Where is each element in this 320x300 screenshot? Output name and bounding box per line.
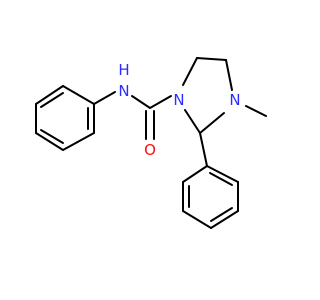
aromatic-bond [210, 207, 233, 222]
bond [149, 95, 172, 109]
bond [196, 57, 227, 61]
aromatic-bond [40, 92, 64, 108]
bond [35, 85, 64, 105]
bond [184, 109, 201, 134]
bonds [35, 57, 267, 229]
atom-labels: H N O N N [118, 61, 240, 159]
bond [182, 57, 198, 86]
bond [93, 91, 116, 105]
bond [245, 105, 267, 117]
bond [199, 112, 225, 134]
amide-nitrogen-label: N [118, 82, 129, 100]
aromatic-bond [40, 129, 64, 144]
carbonyl-oxygen-label: O [144, 141, 156, 159]
ring-nitrogen-3-label: N [229, 91, 240, 109]
ring-nitrogen-1-label: N [173, 91, 184, 109]
bond [62, 132, 95, 151]
bond [62, 85, 95, 105]
bond [210, 210, 239, 229]
bond [199, 132, 208, 167]
amide-hydrogen-label: H [118, 61, 129, 79]
molecule-structure: H N O N N [35, 57, 267, 229]
bond [131, 95, 151, 109]
aromatic-bond [209, 172, 233, 186]
bond [206, 165, 239, 183]
bond [225, 59, 233, 91]
bond [182, 210, 212, 229]
bond [182, 165, 208, 183]
bond [35, 132, 64, 151]
